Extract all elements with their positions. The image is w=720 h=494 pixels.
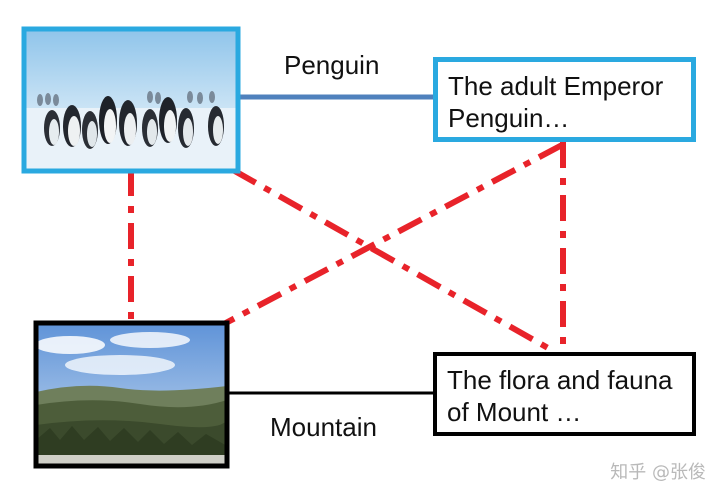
edge-penguin-text-to-mountain-image [220,142,564,328]
mountain-text: The flora and fauna of Mount … [447,365,673,427]
mountain-label: Mountain [270,412,377,442]
mountain-image [33,320,230,469]
mountain-landscape-photo-icon [35,332,227,466]
penguin-image [21,26,241,174]
penguin-text-box: The adult Emperor Penguin… [433,57,696,142]
mountain-text-box: The flora and fauna of Mount … [433,352,696,436]
mountain-image-border [33,320,230,469]
penguin-image-border [21,26,241,174]
penguin-text: The adult Emperor Penguin… [448,71,664,133]
watermark: 知乎 @张俊 [610,462,706,483]
edge-penguin-image-to-mountain-text [231,167,550,351]
penguin-label: Penguin [284,50,380,80]
penguin-colony-photo-icon [37,91,224,149]
